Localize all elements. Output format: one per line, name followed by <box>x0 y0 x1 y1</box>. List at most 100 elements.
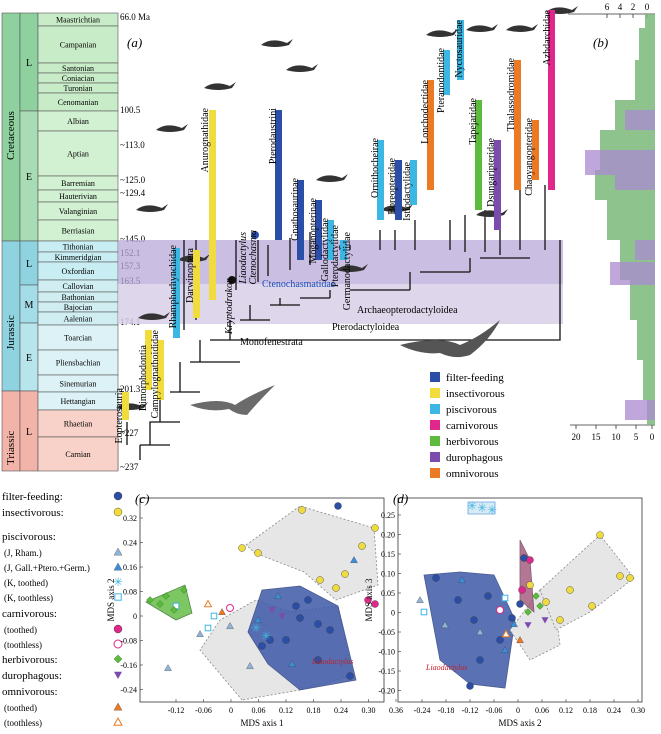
diet-key-label: (J, Rham.) <box>4 548 42 558</box>
x-axis-label: MDS axis 1 <box>240 718 283 728</box>
marker-diamond-icon <box>113 654 123 664</box>
stage-label: Berriasian <box>62 227 95 236</box>
range-bar <box>122 392 129 420</box>
pterosaur-silhouette-icon <box>506 24 538 32</box>
marker-circle-icon <box>298 506 306 514</box>
diet-key-label: carnivorous: <box>2 608 57 620</box>
marker-circle-icon <box>518 586 526 594</box>
stage-label: Bathonian <box>62 293 95 302</box>
stage-label: Kimmeridgian <box>55 253 102 262</box>
marker-star-icon: ✳ <box>487 503 497 517</box>
pterosaur-silhouette-icon <box>156 124 188 132</box>
marker-triangle-icon <box>113 562 123 571</box>
marker-down-triangle-icon <box>524 622 532 629</box>
marker-circle-icon <box>454 596 462 604</box>
stage-label: Oxfordian <box>62 267 95 276</box>
marker-circle-icon <box>566 586 574 594</box>
marker-circle-icon <box>314 620 322 628</box>
marker-circle-icon <box>254 549 262 557</box>
diet-key-label: (toothed) <box>4 625 37 635</box>
range-bar <box>457 20 464 80</box>
range-bar <box>427 80 434 190</box>
range-bar <box>548 10 555 190</box>
y-tick-label: 0.10 <box>381 570 395 579</box>
taxon-label: Kryptodrakon <box>224 278 235 335</box>
phylogenetic-tree <box>126 185 561 460</box>
taxon-label: Liaodactylus <box>238 232 249 285</box>
taxon-label: Eopterosauria <box>114 387 125 443</box>
marker-circle-icon <box>526 581 534 589</box>
marker-down-triangle-icon <box>541 617 549 624</box>
stage-label: Coniacian <box>62 74 94 83</box>
taxon-label: Gnathosaurinae <box>290 177 301 240</box>
epoch-label: E <box>26 172 32 183</box>
diet-symbol-key: filter-feeding:insectivorous:piscivorous… <box>2 491 123 728</box>
marker-triangle-icon <box>288 660 296 667</box>
marker-triangle-icon <box>441 621 449 628</box>
tree-branch <box>230 240 561 341</box>
hist-top-tick-label: 2 <box>631 2 636 12</box>
y-tick-label: 0 <box>133 612 137 621</box>
range-bar <box>275 110 282 240</box>
marker-circle-icon <box>282 636 290 644</box>
hist-top-tick-label: 4 <box>618 2 623 12</box>
range-bar <box>173 248 180 338</box>
y-tick-label: 0.32 <box>123 514 137 523</box>
y-axis-label: MDS axis 3 <box>364 578 374 622</box>
diet-key-label: herbivorous: <box>2 654 58 666</box>
marker-triangle-icon <box>218 608 226 615</box>
hist-bar-green <box>645 14 655 28</box>
x-tick-label: -0.18 <box>438 706 455 715</box>
marker-star-icon: ✳ <box>467 499 477 513</box>
legend-swatch <box>430 468 440 478</box>
range-bar <box>209 110 216 300</box>
age-label: 66.0 Ma <box>120 12 150 22</box>
marker-open-square-icon <box>501 594 509 602</box>
marker-circle-icon <box>258 642 266 650</box>
diet-key-label: insectivorous: <box>2 507 64 519</box>
marker-triangle-icon <box>164 664 172 671</box>
convex-hull <box>145 584 193 621</box>
pterosaur-silhouette-icon <box>286 64 318 72</box>
kryptodrakon-node <box>228 276 236 284</box>
range-bar <box>297 180 304 260</box>
marker-circle-icon <box>526 556 534 564</box>
x-axis-label: MDS axis 2 <box>498 718 541 728</box>
x-tick-label: -0.06 <box>195 706 212 715</box>
marker-triangle-icon <box>274 592 282 599</box>
marker-circle-icon <box>314 656 322 664</box>
marker-circle-icon <box>326 626 334 634</box>
x-tick-label: 0.30 <box>362 706 376 715</box>
pterosaur-silhouette-icon <box>138 312 170 320</box>
range-bar <box>157 340 164 400</box>
marker-triangle-icon <box>516 636 524 643</box>
panel-label-b: (b) <box>593 35 608 50</box>
range-bar <box>315 200 322 260</box>
pterosaur-silhouette-icon <box>204 82 236 90</box>
hist-bar-purple <box>610 262 655 285</box>
taxon-label: Rhamphorhynchidae <box>168 244 179 328</box>
x-tick-label: -0.12 <box>168 706 185 715</box>
range-bar <box>327 220 334 260</box>
y-tick-label: 0.20 <box>381 531 395 540</box>
pterosaur-silhouette-icon <box>190 385 275 415</box>
marker-circle-icon <box>266 636 274 644</box>
marker-triangle-icon <box>510 620 518 627</box>
age-label: ~113.0 <box>120 140 145 150</box>
marker-star-icon: ✳ <box>261 629 271 643</box>
marker-star-icon: ✳ <box>251 621 261 635</box>
marker-open-circle-icon <box>226 604 234 612</box>
epoch-label: L <box>26 427 32 438</box>
y-tick-label: -0.15 <box>378 667 395 676</box>
taxon-label: Lonchodectidae <box>420 79 431 143</box>
plot-frame <box>397 497 643 703</box>
taxon-label: Gallodactylidae <box>320 217 331 281</box>
marker-circle-icon <box>476 656 484 664</box>
epoch-label: L <box>26 58 32 69</box>
marker-triangle-icon <box>476 628 484 635</box>
stage-label: Tithonian <box>63 243 94 252</box>
stage-label: Turonian <box>63 84 92 93</box>
stage-label: Toarcian <box>64 334 92 343</box>
